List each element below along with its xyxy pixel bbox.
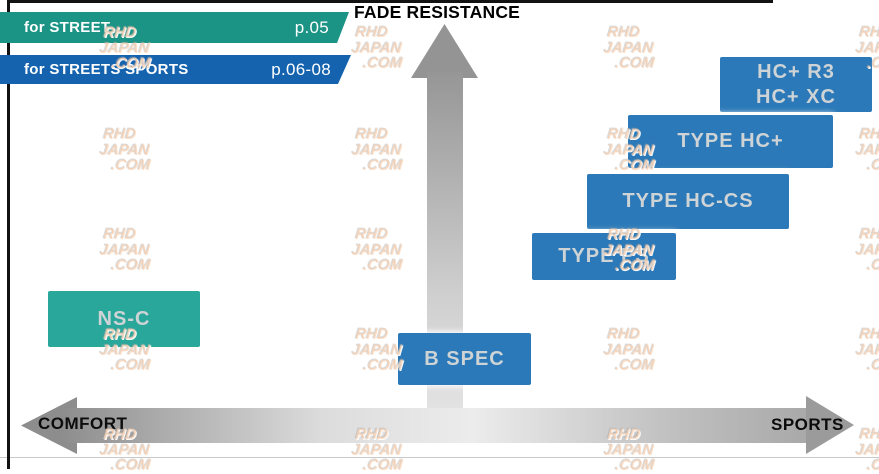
watermark-line: JAPAN xyxy=(855,39,879,57)
product-box-type-hc-plus: TYPE HC+ xyxy=(628,115,833,168)
watermark-line: RHD xyxy=(858,226,879,243)
product-label: TYPE HC-CS xyxy=(622,190,754,212)
watermark-line: RHD xyxy=(858,426,879,443)
watermark-line: JAPAN xyxy=(351,241,403,259)
product-label: B SPEC xyxy=(424,347,505,370)
x-axis-label-sports: SPORTS xyxy=(771,415,844,434)
banner-for-streets-sports-label: for STREETS SPORTS xyxy=(24,61,189,78)
banner-for-streets-sports-page-ref: p.06-08 xyxy=(271,59,331,79)
y-axis-title: FADE RESISTANCE xyxy=(354,2,521,22)
watermark-line: JAPAN xyxy=(351,39,403,57)
watermark-line: RHD xyxy=(858,24,879,41)
watermark-line: .COM xyxy=(866,257,879,274)
watermark-line: RHD xyxy=(606,326,642,343)
watermark-line: RHD xyxy=(102,226,138,243)
banner-for-streets-sports: for STREETS SPORTS p.06-08 xyxy=(0,55,351,84)
watermark-line: RHD xyxy=(354,226,390,243)
watermark-line: JAPAN xyxy=(99,241,151,259)
watermark-line: JAPAN xyxy=(99,141,151,159)
watermark-line: RHD xyxy=(354,24,390,41)
watermark-line: RHD xyxy=(102,126,138,143)
bottom-hairline xyxy=(0,457,879,458)
watermark-line: JAPAN xyxy=(351,441,403,459)
watermark-line: .COM xyxy=(866,357,879,374)
watermark-line: JAPAN xyxy=(855,141,879,159)
x-axis-arrow-shaft xyxy=(58,408,812,443)
frame-left-border xyxy=(7,0,10,469)
banner-for-street-page-ref: p.05 xyxy=(294,17,329,37)
watermark-line: .COM xyxy=(362,55,404,72)
banner-for-street: for STREET p.05 xyxy=(0,12,349,43)
watermark-line: .COM xyxy=(866,457,879,474)
watermark-line: .COM xyxy=(866,157,879,174)
watermark-line: .COM xyxy=(362,457,404,474)
watermark-line: .COM xyxy=(362,157,404,174)
product-label: HC+ R3 xyxy=(757,60,835,83)
watermark-line: .COM xyxy=(362,257,404,274)
watermark-line: JAPAN xyxy=(603,441,655,459)
y-axis-arrow-shaft xyxy=(427,72,463,443)
banner-for-street-label: for STREET xyxy=(24,19,111,36)
product-box-type-ps: TYPE PS xyxy=(532,233,676,280)
watermark-line: JAPAN xyxy=(603,341,655,359)
watermark-line: JAPAN xyxy=(855,341,879,359)
watermark-line: .COM xyxy=(614,357,656,374)
watermark-line: RHD xyxy=(354,126,390,143)
watermark-line: .COM xyxy=(110,357,152,374)
up-arrow-icon xyxy=(411,24,478,78)
product-label: NS-C xyxy=(97,307,151,330)
product-box-b-spec: B SPEC xyxy=(398,333,531,385)
watermark-line: .COM xyxy=(110,457,152,474)
product-label: HC+ XC xyxy=(756,85,836,108)
watermark-line: RHD xyxy=(858,126,879,143)
watermark-line: JAPAN xyxy=(99,441,151,459)
watermark-line: .COM xyxy=(110,257,152,274)
watermark-line: JAPAN xyxy=(603,39,655,57)
product-label: TYPE PS xyxy=(558,245,650,267)
x-axis-label-comfort: COMFORT xyxy=(38,414,128,433)
watermark-line: JAPAN xyxy=(351,141,403,159)
product-box-ns-c: NS-C xyxy=(48,291,200,347)
watermark-line: .COM xyxy=(110,157,152,174)
frame-top-border xyxy=(7,0,773,3)
product-label: TYPE HC+ xyxy=(677,130,784,152)
watermark-line: JAPAN xyxy=(855,441,879,459)
product-box-type-hc-cs: TYPE HC-CS xyxy=(587,174,789,229)
watermark-line: .COM xyxy=(614,457,656,474)
watermark-line: RHD xyxy=(606,24,642,41)
watermark-line: JAPAN xyxy=(855,241,879,259)
watermark-line: RHD xyxy=(858,326,879,343)
watermark-line: .COM xyxy=(614,55,656,72)
